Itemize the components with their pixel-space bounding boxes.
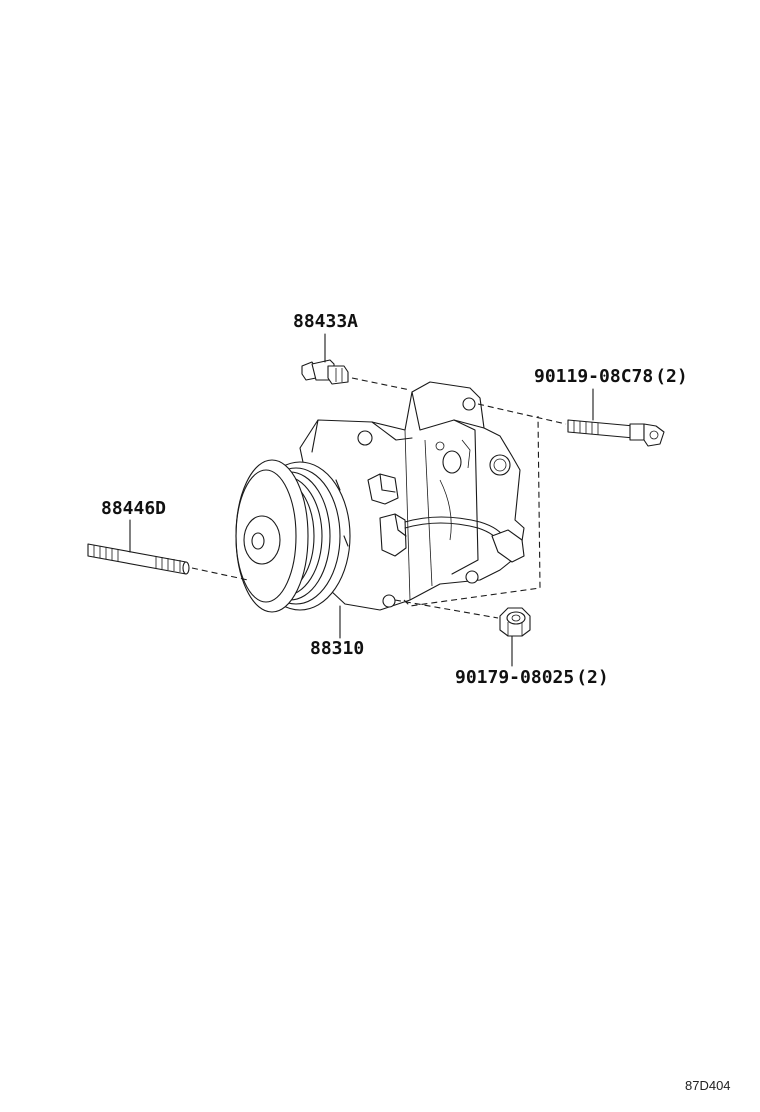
mounting-boundary xyxy=(403,415,541,607)
dashed-line-pressure-switch xyxy=(351,377,411,391)
pressure-switch-part[interactable] xyxy=(301,359,349,385)
dashed-line-bolt xyxy=(477,403,567,425)
stud-part[interactable] xyxy=(87,543,190,575)
label-nut[interactable]: 90179-08025(2) xyxy=(455,667,609,688)
compressor-assembly[interactable] xyxy=(235,381,525,613)
diagram-code: 87D404 xyxy=(685,1078,731,1093)
label-pressure-switch[interactable]: 88433A xyxy=(293,311,358,332)
dashed-line-nut xyxy=(394,599,499,619)
label-bolt[interactable]: 90119-08C78(2) xyxy=(534,366,688,387)
label-compressor[interactable]: 88310 xyxy=(310,638,364,659)
nut-part[interactable] xyxy=(499,607,531,637)
label-stud[interactable]: 88446D xyxy=(101,498,166,519)
bolt-part[interactable] xyxy=(567,419,665,447)
